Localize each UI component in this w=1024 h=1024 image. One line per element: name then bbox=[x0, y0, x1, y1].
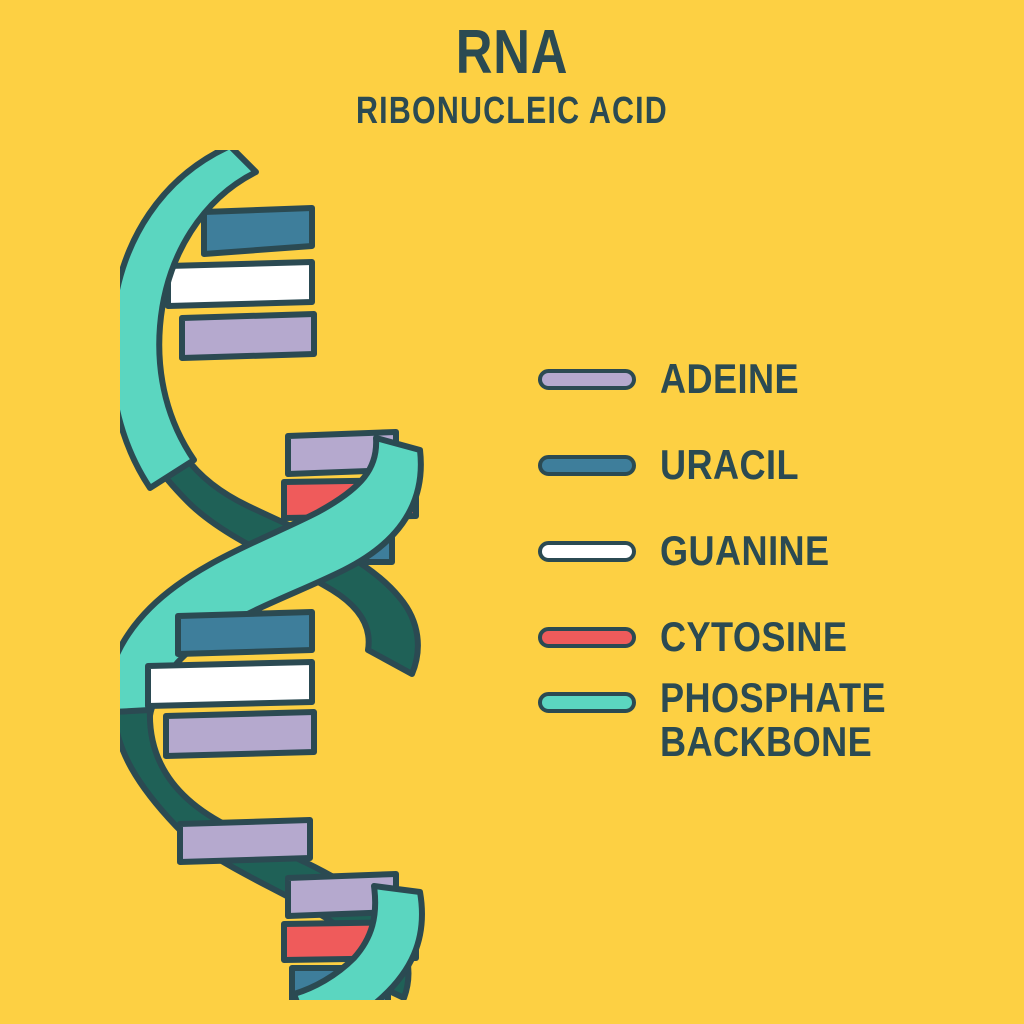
legend-item-cytosine[interactable]: CYTOSINE bbox=[538, 594, 958, 680]
rung-guanine-2 bbox=[145, 659, 315, 709]
rung-uracil-3 bbox=[175, 609, 315, 657]
rna-helix-diagram bbox=[120, 150, 425, 1000]
rung-guanine-1 bbox=[165, 259, 315, 309]
legend-label-phosphate-backbone: PHOSPHATE BACKBONE bbox=[660, 674, 886, 765]
uracil-swatch-icon bbox=[538, 454, 636, 476]
legend-label-uracil: URACIL bbox=[660, 441, 800, 488]
rung-adenine-3 bbox=[163, 709, 317, 759]
front-strand-upper bbox=[120, 150, 259, 491]
front-strand-lower bbox=[291, 883, 425, 1000]
page-title: RNA bbox=[455, 18, 569, 87]
rung-adenine-1 bbox=[179, 311, 317, 361]
phosphate-backbone-swatch-icon bbox=[538, 692, 636, 713]
legend-item-guanine[interactable]: GUANINE bbox=[538, 508, 958, 594]
rung-adenine-4 bbox=[177, 817, 313, 865]
cytosine-swatch-icon bbox=[538, 626, 636, 648]
legend-item-uracil[interactable]: URACIL bbox=[538, 422, 958, 508]
guanine-swatch-icon bbox=[538, 540, 636, 562]
legend-label-guanine: GUANINE bbox=[660, 527, 830, 574]
adenine-swatch-icon bbox=[538, 368, 636, 390]
back-strand-upper bbox=[121, 379, 421, 677]
legend-item-adenine[interactable]: ADEINE bbox=[538, 336, 958, 422]
legend: ADEINE URACIL GUANINE CYTOSINE PHOSPHATE… bbox=[538, 336, 958, 800]
page-subtitle: RIBONUCLEIC ACID bbox=[356, 90, 668, 132]
header: RNA RIBONUCLEIC ACID bbox=[0, 18, 1024, 133]
legend-item-phosphate-backbone[interactable]: PHOSPHATE BACKBONE bbox=[538, 676, 958, 800]
legend-label-cytosine: CYTOSINE bbox=[660, 613, 848, 660]
front-strand-middle bbox=[120, 435, 424, 749]
legend-label-adenine: ADEINE bbox=[660, 355, 800, 402]
rung-uracil-1 bbox=[201, 205, 315, 257]
